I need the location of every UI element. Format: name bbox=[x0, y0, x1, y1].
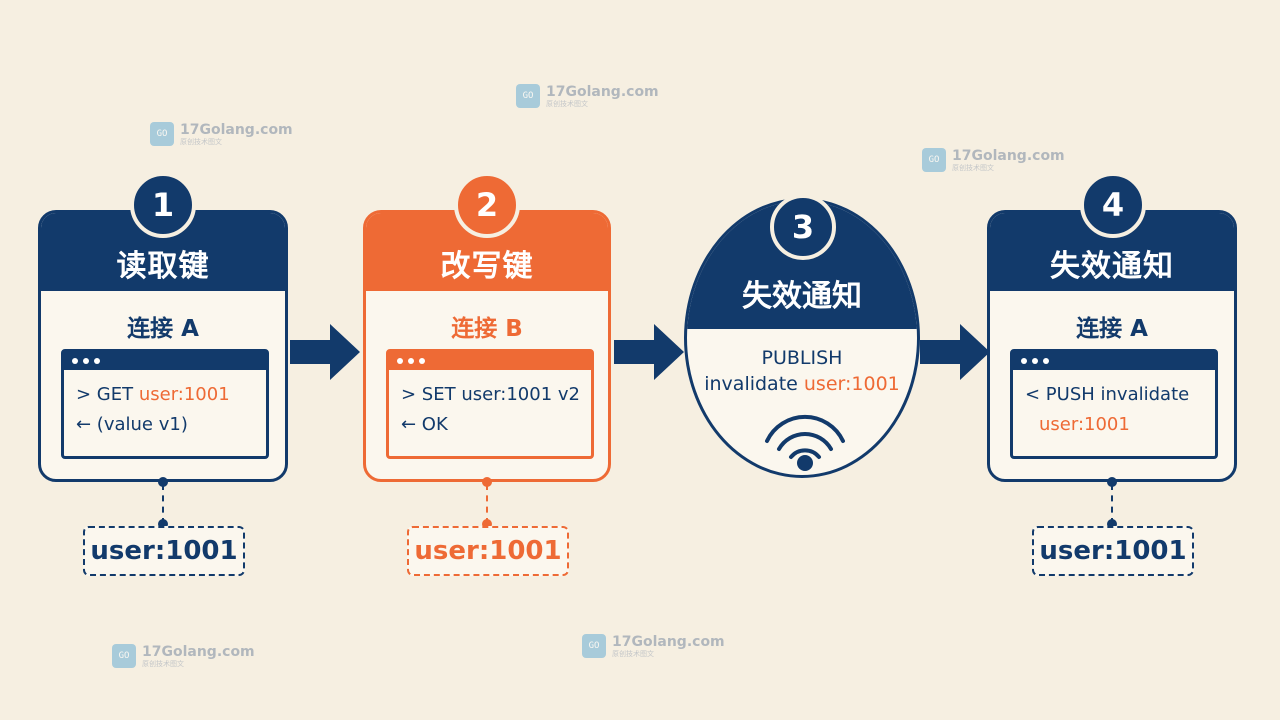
gopher-logo-icon: GO bbox=[150, 122, 174, 146]
step-2-terminal: > SET user:1001 v2 ← OK bbox=[386, 349, 594, 459]
connector-line bbox=[162, 484, 164, 524]
gopher-logo-icon: GO bbox=[516, 84, 540, 108]
window-dots-icon bbox=[389, 352, 591, 370]
step-4-key: user:1001 bbox=[1039, 414, 1130, 435]
step-2-key-box: user:1001 bbox=[407, 526, 569, 576]
watermark-site: 17Golang.com bbox=[546, 83, 659, 100]
step-4-terminal: < PUSH invalidate user:1001 bbox=[1010, 349, 1218, 459]
step-2-command: > SET user:1001 v2 bbox=[401, 384, 580, 405]
step-1-command: > GET user:1001 bbox=[76, 384, 230, 405]
step-4-connection: 连接 A bbox=[1076, 316, 1148, 342]
step-3-invalidate: invalidate user:1001 bbox=[704, 373, 900, 395]
gopher-logo-icon: GO bbox=[922, 148, 946, 172]
connector-pin bbox=[482, 519, 492, 529]
step-3-publish: PUBLISH bbox=[761, 347, 843, 369]
step-1-response: ← (value v1) bbox=[76, 414, 188, 435]
step-4-key-box: user:1001 bbox=[1032, 526, 1194, 576]
right-arrow-icon bbox=[290, 324, 360, 380]
right-arrow-icon bbox=[920, 324, 990, 380]
watermark-site: 17Golang.com bbox=[180, 121, 293, 138]
step-1-terminal: > GET user:1001 ← (value v1) bbox=[61, 349, 269, 459]
connector-pin bbox=[1107, 477, 1117, 487]
watermark-sub: 原创技术图文 bbox=[612, 649, 654, 658]
connector-pin bbox=[482, 477, 492, 487]
step-1-connection: 连接 A bbox=[127, 316, 199, 342]
connector-line bbox=[1111, 484, 1113, 524]
step-1-key-box: user:1001 bbox=[83, 526, 245, 576]
watermark-sub: 原创技术图文 bbox=[952, 163, 994, 172]
step-2-connection: 连接 B bbox=[451, 316, 523, 342]
step-4-badge: 4 bbox=[1080, 172, 1146, 238]
window-dots-icon bbox=[64, 352, 266, 370]
step-2-badge: 2 bbox=[454, 172, 520, 238]
gopher-logo-icon: GO bbox=[582, 634, 606, 658]
broadcast-icon bbox=[765, 414, 845, 471]
connector-line bbox=[486, 484, 488, 524]
step-2-card: 改写键 连接 B > SET user:1001 v2 ← OK bbox=[363, 210, 611, 482]
watermark-sub: 原创技术图文 bbox=[142, 659, 184, 668]
connector-pin bbox=[158, 477, 168, 487]
watermark-site: 17Golang.com bbox=[612, 633, 725, 650]
right-arrow-icon bbox=[614, 324, 684, 380]
step-1-card: 读取键 连接 A > GET user:1001 ← (value v1) bbox=[38, 210, 288, 482]
watermark-sub: 原创技术图文 bbox=[546, 99, 588, 108]
step-1-badge: 1 bbox=[130, 172, 196, 238]
connector-pin bbox=[1107, 519, 1117, 529]
step-4-push: < PUSH invalidate bbox=[1025, 384, 1190, 405]
gopher-logo-icon: GO bbox=[112, 644, 136, 668]
watermark-site: 17Golang.com bbox=[142, 643, 255, 660]
connector-pin bbox=[158, 519, 168, 529]
step-4-card: 失效通知 连接 A < PUSH invalidate user:1001 bbox=[987, 210, 1237, 482]
watermark-site: 17Golang.com bbox=[952, 147, 1065, 164]
step-3-badge: 3 bbox=[770, 194, 836, 260]
watermark-sub: 原创技术图文 bbox=[180, 137, 222, 146]
step-2-response: ← OK bbox=[401, 414, 448, 435]
step-2-title: 改写键 bbox=[366, 213, 608, 291]
window-dots-icon bbox=[1013, 352, 1215, 370]
